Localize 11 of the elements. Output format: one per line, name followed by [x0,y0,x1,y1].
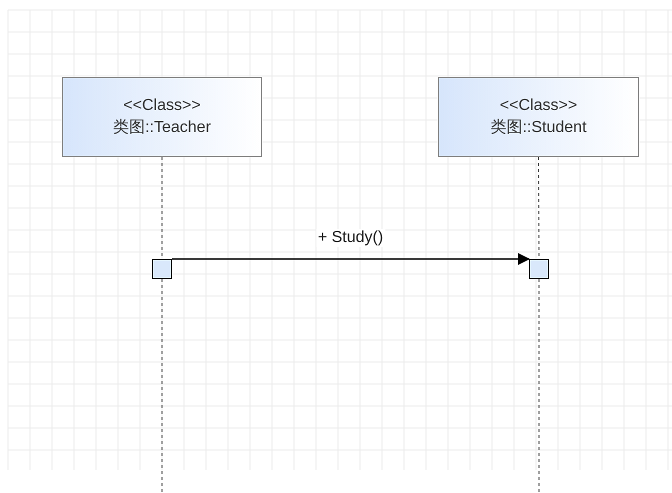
message-arrow [172,253,530,265]
activation-box [152,259,172,279]
class-name: 类图::Teacher [113,118,211,138]
lifeline [538,278,540,493]
stereotype-label: <<Class>> [123,96,201,116]
stereotype-label: <<Class>> [500,96,578,116]
activation-box [529,259,549,279]
lifeline-header-box [438,77,639,157]
class-name: 类图::Student [490,118,587,138]
lifeline-header-box [62,77,262,157]
edge-label: + Study() [316,229,386,247]
